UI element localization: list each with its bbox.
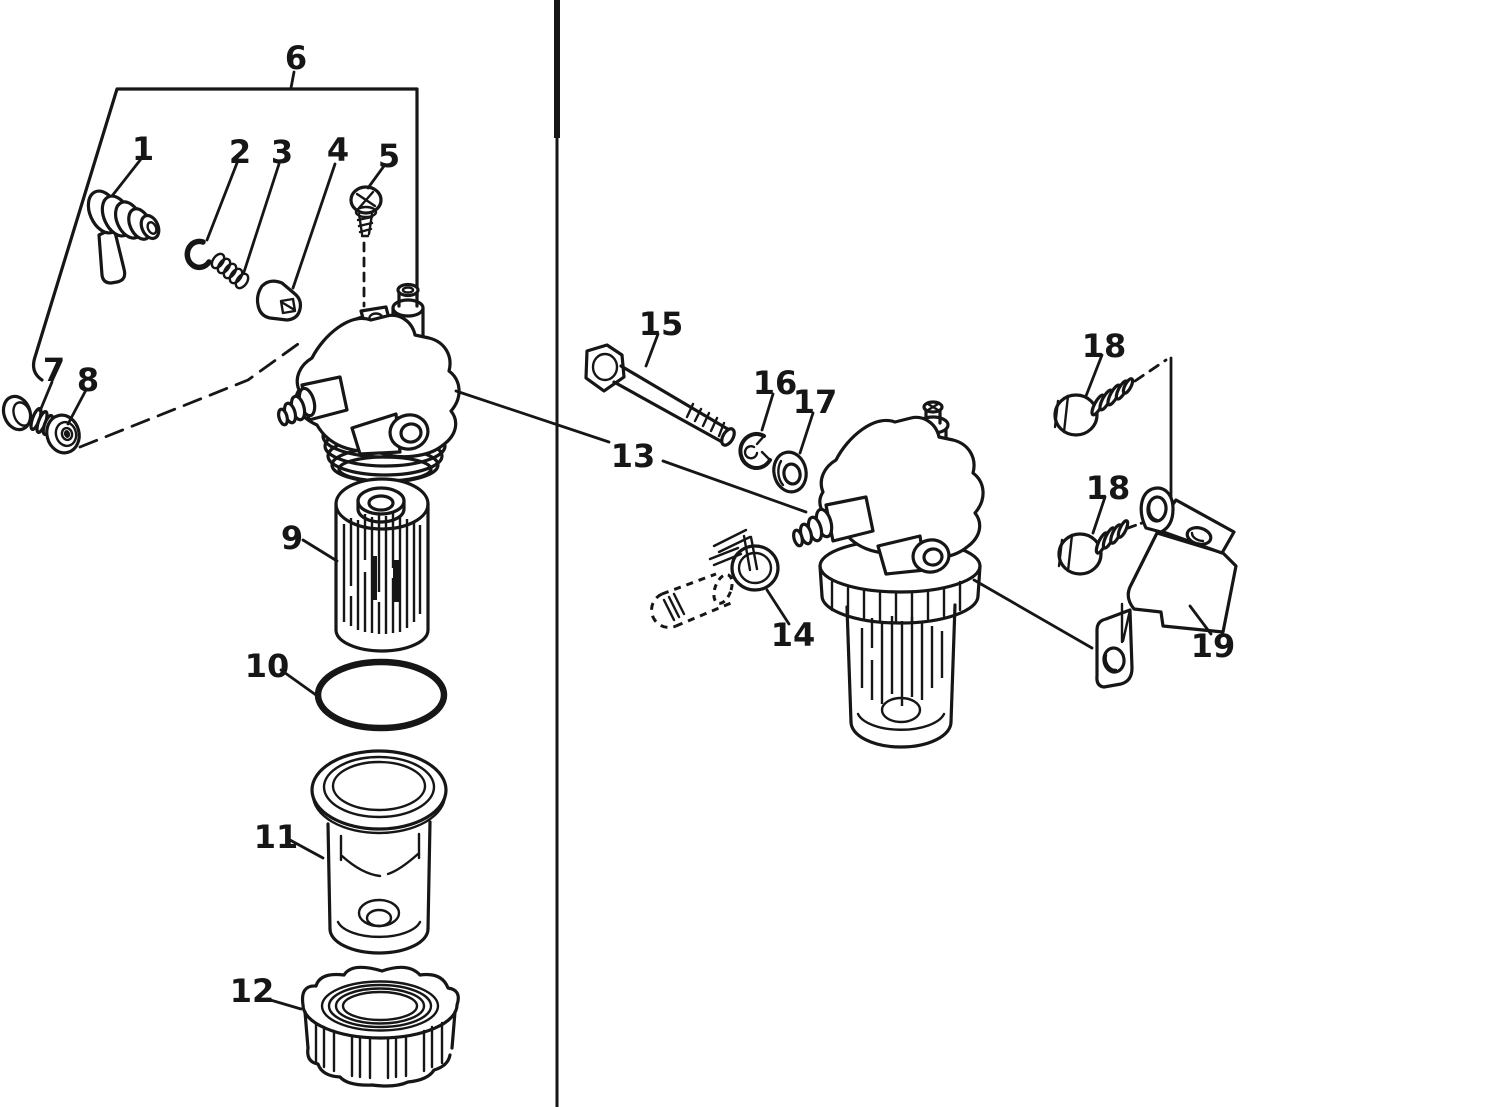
part-14-hose-and-clamp [650, 528, 791, 629]
part-4-valve-plunger [255, 162, 337, 322]
part-2-seal-ring [184, 161, 239, 271]
callout-14-label: 14 [771, 616, 816, 654]
left-head-eye-boss [350, 412, 430, 456]
right-head-inlet-port [792, 495, 875, 548]
part-1-plug-cock [86, 157, 161, 285]
callout-5-label: 5 [378, 137, 400, 175]
part-11-sediment-bowl [288, 749, 448, 955]
callout-13-label: 13 [611, 437, 656, 475]
right-head-eye-boss [876, 534, 951, 576]
callout-11-label: 11 [254, 818, 299, 856]
part-8-flange-nut [45, 337, 307, 455]
callout-7-label: 7 [43, 351, 65, 389]
part-18-bolt-upper [1053, 353, 1168, 437]
part-10-o-ring [279, 658, 448, 732]
right-filter-assembly [792, 400, 1094, 749]
part-19-bracket [1095, 486, 1238, 689]
callout-18-lower-label: 18 [1086, 469, 1131, 507]
callout-8-label: 8 [77, 361, 99, 399]
part-7-bolt [1, 380, 59, 437]
callout-6-label: 6 [285, 39, 307, 77]
callout-16-label: 16 [753, 364, 798, 402]
part-5-screw [349, 164, 386, 308]
part-15-long-bolt [584, 332, 736, 447]
callout-17-label: 17 [793, 383, 838, 421]
bracket-position-line [972, 578, 1094, 650]
callout-12-label: 12 [230, 972, 275, 1010]
callout-2-label: 2 [229, 133, 251, 171]
right-bowl [845, 603, 957, 749]
left-head-inlet-port [277, 375, 349, 427]
part-9-filter-element [301, 477, 430, 653]
part-17-grommet [772, 411, 815, 494]
callout-10-label: 10 [245, 647, 290, 685]
hose [650, 572, 734, 629]
line-13-assembly-reference [454, 389, 808, 514]
part-16-lock-clip [738, 392, 775, 470]
part-3-spring [210, 162, 281, 290]
hose-clamp [708, 528, 780, 592]
callout-3-label: 3 [271, 133, 293, 171]
callout-4-label: 4 [327, 131, 349, 169]
part-18-bolt-lower [1057, 495, 1144, 576]
callout-15-label: 15 [639, 305, 684, 343]
callout-18-upper-label: 18 [1082, 327, 1127, 365]
callout-9-label: 9 [281, 519, 303, 557]
callout-19-label: 19 [1191, 627, 1236, 665]
left-filter-head [277, 282, 461, 484]
callout-labels: 1 2 3 4 5 6 7 8 9 10 11 12 13 14 15 16 1… [43, 39, 1235, 1010]
part-12-ring-nut [265, 965, 460, 1088]
callout-1-label: 1 [132, 130, 154, 168]
group-box-part-6 [31, 70, 419, 382]
